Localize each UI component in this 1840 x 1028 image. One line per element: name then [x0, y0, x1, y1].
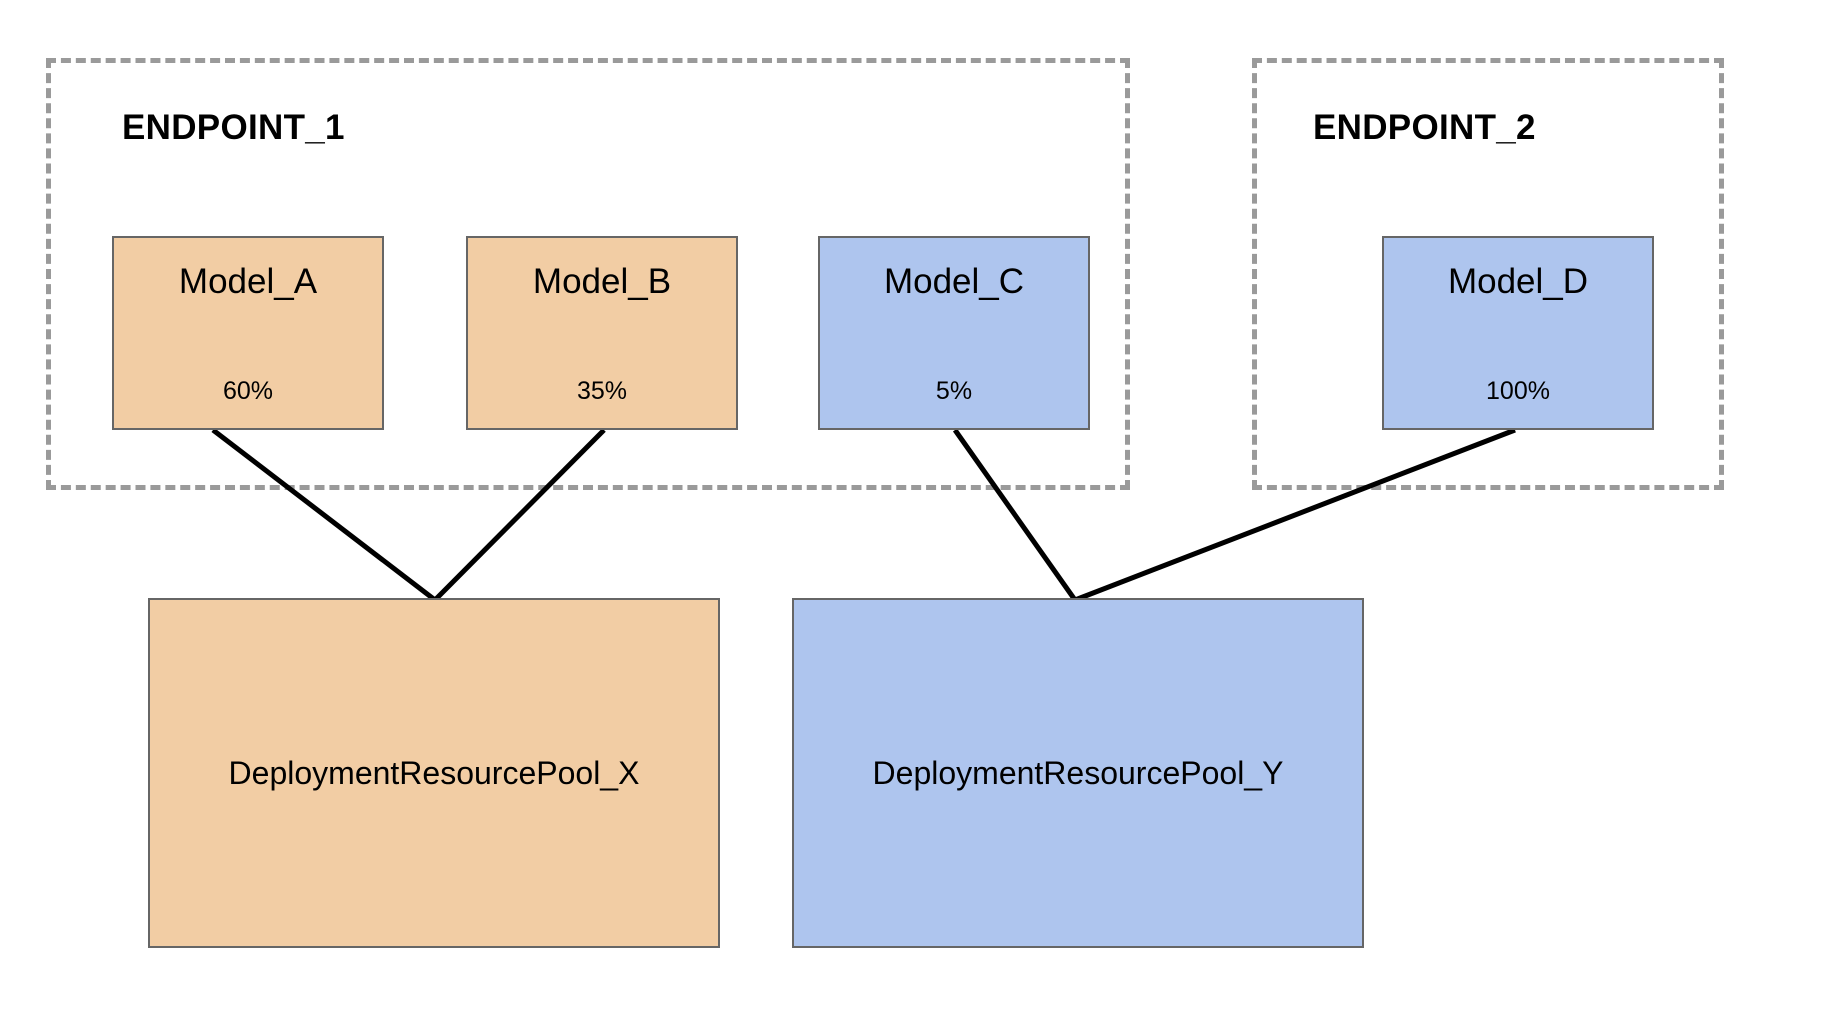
model-node-model-d[interactable]: Model_D 100%: [1382, 236, 1654, 430]
endpoint-label-endpoint-2: ENDPOINT_2: [1313, 108, 1536, 147]
pool-label-x: DeploymentResourcePool_X: [228, 754, 640, 791]
model-traffic-split-model-a: 60%: [222, 377, 274, 405]
pool-label-y: DeploymentResourcePool_Y: [872, 754, 1284, 791]
model-name-model-a: Model_A: [178, 262, 318, 301]
model-traffic-split-model-d: 100%: [1486, 377, 1550, 405]
deployment-resource-pool-y[interactable]: DeploymentResourcePool_Y: [792, 598, 1364, 948]
deployment-resource-pool-x[interactable]: DeploymentResourcePool_X: [148, 598, 720, 948]
endpoint-label-endpoint-1: ENDPOINT_1: [122, 108, 345, 147]
model-name-model-b: Model_B: [532, 262, 672, 301]
model-name-model-d: Model_D: [1447, 262, 1589, 301]
model-node-model-c[interactable]: Model_C 5%: [818, 236, 1090, 430]
model-traffic-split-model-c: 5%: [935, 377, 973, 405]
model-node-model-a[interactable]: Model_A 60%: [112, 236, 384, 430]
model-name-model-c: Model_C: [883, 262, 1025, 301]
model-traffic-split-model-b: 35%: [576, 377, 628, 405]
model-node-model-b[interactable]: Model_B 35%: [466, 236, 738, 430]
